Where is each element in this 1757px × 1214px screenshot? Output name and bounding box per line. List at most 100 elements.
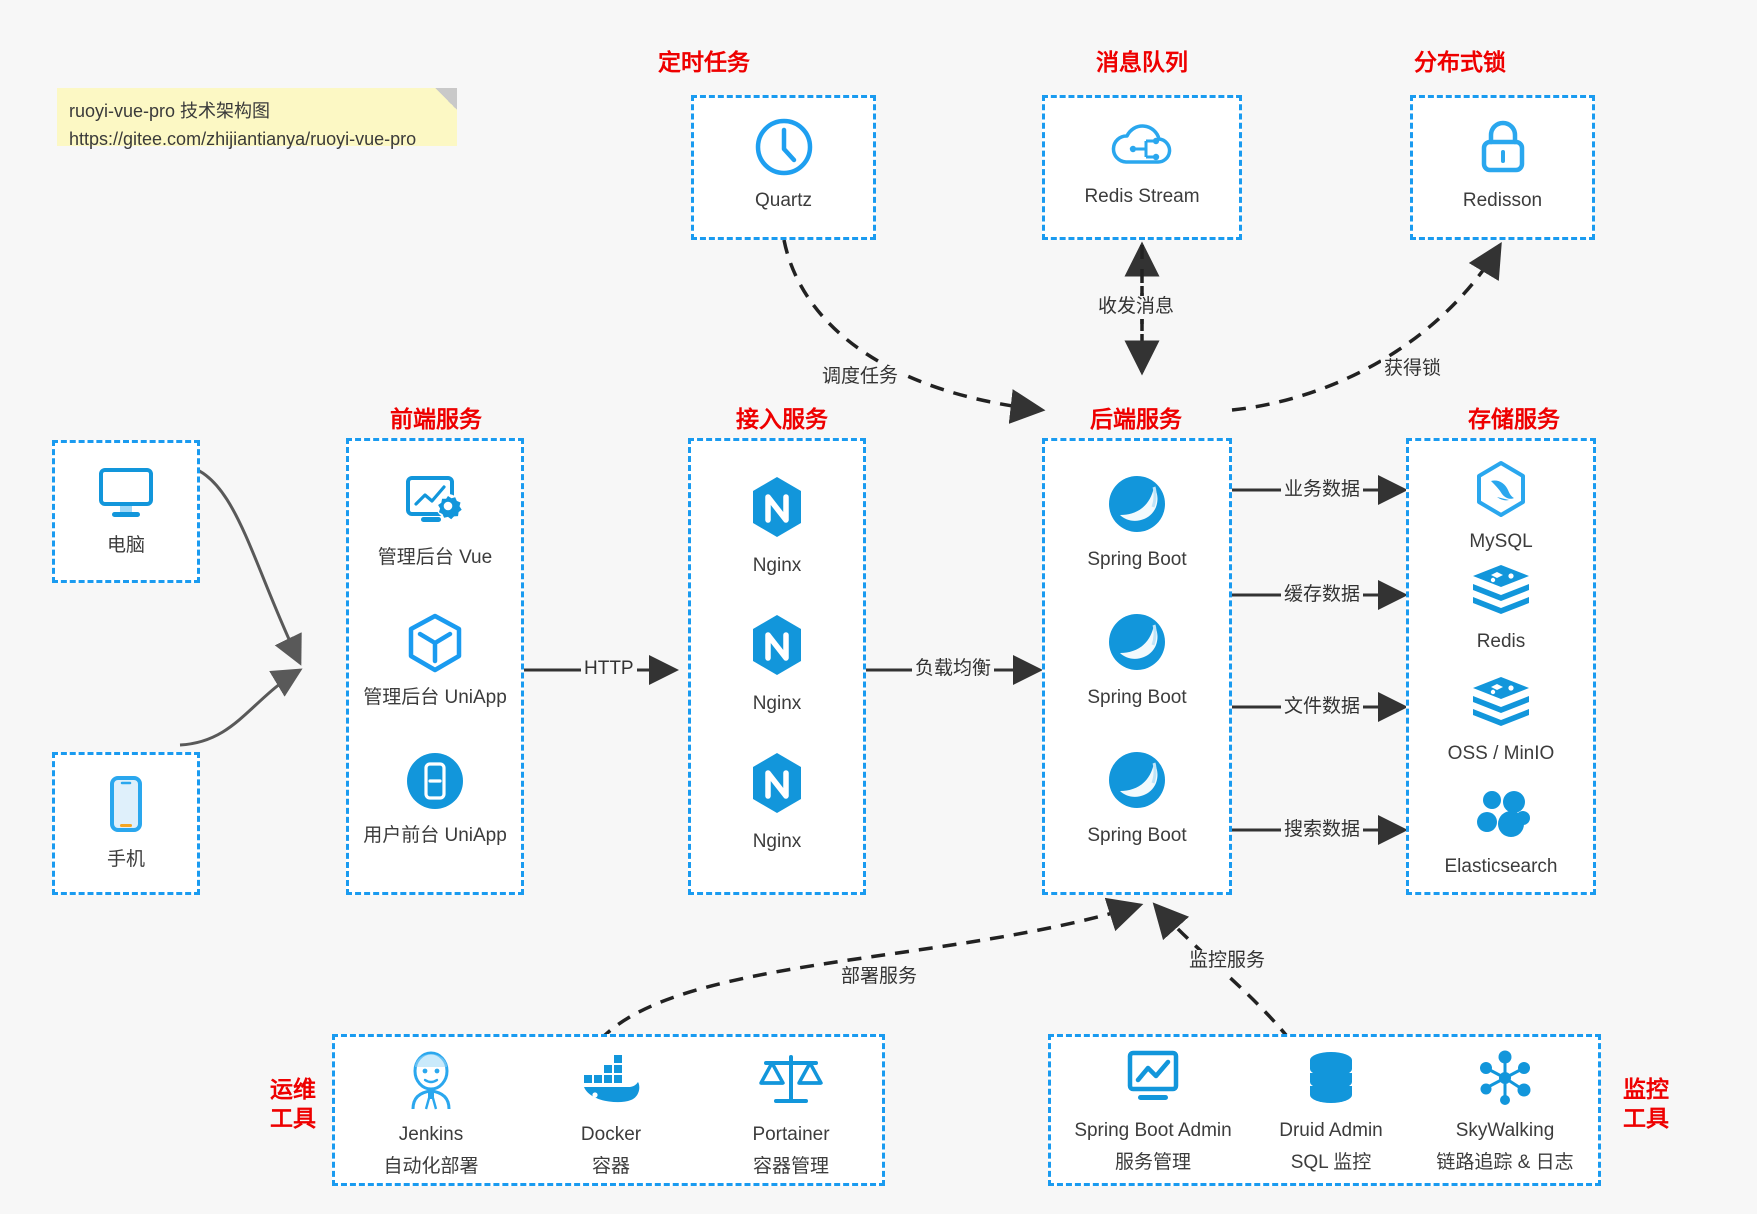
clock-icon <box>753 116 815 183</box>
mysql-dolphin-icon <box>1471 459 1531 524</box>
group-box-gateway-service[interactable]: Nginx Nginx Nginx <box>688 438 866 895</box>
note-line-2: https://gitee.com/zhijiantianya/ruoyi-vu… <box>69 128 417 149</box>
devops-title-line-2: 工具 <box>270 1104 316 1131</box>
node-label: MySQL <box>1469 531 1533 552</box>
node-redis[interactable]: Redis <box>1409 563 1593 655</box>
node-nginx-3[interactable]: Nginx <box>691 749 863 855</box>
nginx-icon <box>745 749 809 824</box>
elasticsearch-icon <box>1470 786 1532 849</box>
node-admin-uniapp[interactable]: 管理后台 UniApp <box>349 611 521 711</box>
node-label: 手机 <box>106 849 145 870</box>
node-oss-minio[interactable]: OSS / MinIO <box>1409 675 1593 767</box>
nginx-icon <box>745 473 809 548</box>
note-line-1: ruoyi-vue-pro 技术架构图 <box>69 101 271 121</box>
group-title-devops-tools: 运维 工具 <box>258 1075 328 1133</box>
client-box-desktop[interactable]: 电脑 <box>52 440 200 583</box>
network-nodes-icon <box>1474 1049 1536 1112</box>
node-desc: 容器 <box>591 1155 630 1177</box>
group-box-storage-service[interactable]: MySQL Redis <box>1406 438 1596 895</box>
node-label: Jenkins <box>398 1124 464 1145</box>
node-redis-stream[interactable]: Redis Stream <box>1045 116 1239 210</box>
edge-label-acquire-lock: 获得锁 <box>1381 358 1445 381</box>
node-elasticsearch[interactable]: Elasticsearch <box>1409 786 1593 880</box>
node-redisson[interactable]: Redisson <box>1413 116 1592 214</box>
edge-label-file-data: 文件数据 <box>1281 696 1364 719</box>
edge-label-schedule-task: 调度任务 <box>819 366 902 389</box>
node-portainer[interactable]: Portainer 容器管理 <box>705 1049 877 1179</box>
group-title-message-queue: 消息队列 <box>1096 49 1188 75</box>
monitor-title-line-1: 监控 <box>1623 1076 1669 1102</box>
group-title-monitor-tools: 监控 工具 <box>1611 1075 1681 1133</box>
client-box-mobile[interactable]: 手机 <box>52 752 200 895</box>
edge-label-deploy-service: 部署服务 <box>838 966 921 989</box>
node-jenkins[interactable]: Jenkins 自动化部署 <box>345 1049 517 1179</box>
edge-label-load-balance: 负载均衡 <box>912 658 995 681</box>
node-label: 用户前台 UniApp <box>363 825 507 846</box>
node-label: Druid Admin <box>1279 1120 1383 1141</box>
redis-stack-icon <box>1469 563 1533 624</box>
node-nginx-1[interactable]: Nginx <box>691 473 863 579</box>
node-label: Nginx <box>752 693 802 714</box>
node-label: Nginx <box>752 831 802 852</box>
node-label: OSS / MinIO <box>1447 743 1555 764</box>
node-label: 管理后台 Vue <box>377 547 493 568</box>
group-box-devops-tools[interactable]: Jenkins 自动化部署 Docker 容器 <box>332 1034 885 1186</box>
node-desc: 自动化部署 <box>383 1155 479 1177</box>
padlock-icon <box>1473 116 1533 183</box>
group-box-monitor-tools[interactable]: Spring Boot Admin 服务管理 Druid Admin SQL 监… <box>1048 1034 1601 1186</box>
edge-label-send-receive-message: 收发消息 <box>1095 296 1178 319</box>
monitor-chart-icon <box>1122 1049 1184 1112</box>
group-title-distributed-lock: 分布式锁 <box>1414 49 1506 75</box>
node-spring-boot-admin[interactable]: Spring Boot Admin 服务管理 <box>1053 1049 1253 1175</box>
node-label: Portainer <box>752 1124 830 1145</box>
object-storage-icon <box>1469 675 1533 736</box>
node-nginx-2[interactable]: Nginx <box>691 611 863 717</box>
monitor-title-line-2: 工具 <box>1623 1104 1669 1131</box>
node-docker[interactable]: Docker 容器 <box>525 1049 697 1179</box>
node-desc: 服务管理 <box>1114 1151 1191 1173</box>
node-spring-boot-3[interactable]: Spring Boot <box>1045 747 1229 849</box>
node-label: Elasticsearch <box>1444 856 1558 877</box>
mobile-phone-icon <box>103 775 149 842</box>
edge-label-http: HTTP <box>581 658 637 681</box>
node-admin-vue[interactable]: 管理后台 Vue <box>349 473 521 571</box>
spring-boot-icon <box>1104 747 1170 818</box>
node-quartz[interactable]: Quartz <box>694 116 873 214</box>
spring-boot-icon <box>1104 609 1170 680</box>
node-mysql[interactable]: MySQL <box>1409 459 1593 555</box>
node-label: Nginx <box>752 555 802 576</box>
desktop-monitor-icon <box>95 465 157 528</box>
node-label: Redis <box>1476 631 1526 652</box>
node-desc: 容器管理 <box>752 1155 829 1177</box>
spring-boot-icon <box>1104 471 1170 542</box>
architecture-note: ruoyi-vue-pro 技术架构图 https://gitee.com/zh… <box>57 88 457 149</box>
jenkins-butler-icon <box>401 1049 461 1116</box>
nginx-icon <box>745 611 809 686</box>
docker-whale-icon <box>578 1049 644 1116</box>
group-box-message-queue[interactable]: Redis Stream <box>1042 95 1242 240</box>
group-title-scheduled-task: 定时任务 <box>658 49 750 75</box>
node-label: Spring Boot Admin <box>1074 1120 1232 1141</box>
group-title-backend-service: 后端服务 <box>1090 406 1182 432</box>
node-label: Redisson <box>1462 190 1543 211</box>
edge-label-monitor-service: 监控服务 <box>1186 950 1269 973</box>
node-label: SkyWalking <box>1455 1120 1555 1141</box>
group-title-gateway-service: 接入服务 <box>736 406 828 432</box>
group-box-distributed-lock[interactable]: Redisson <box>1410 95 1595 240</box>
node-spring-boot-1[interactable]: Spring Boot <box>1045 471 1229 573</box>
scales-balance-icon <box>758 1049 824 1116</box>
node-skywalking[interactable]: SkyWalking 链路追踪 & 日志 <box>1409 1049 1601 1175</box>
node-druid-admin[interactable]: Druid Admin SQL 监控 <box>1241 1049 1421 1175</box>
mobile-app-icon <box>403 749 467 818</box>
cloud-stream-icon <box>1106 116 1178 179</box>
cube-icon <box>403 611 467 680</box>
node-mobile[interactable]: 手机 <box>55 775 197 873</box>
node-desktop[interactable]: 电脑 <box>55 465 197 559</box>
group-box-backend-service[interactable]: Spring Boot Spring Boot Spring Boot <box>1042 438 1232 895</box>
node-user-uniapp[interactable]: 用户前台 UniApp <box>349 749 521 849</box>
group-title-frontend-service: 前端服务 <box>390 406 482 432</box>
group-box-frontend-service[interactable]: 管理后台 Vue 管理后台 UniApp 用户前台 UniApp <box>346 438 524 895</box>
node-label: Quartz <box>754 190 813 211</box>
group-box-scheduled-task[interactable]: Quartz <box>691 95 876 240</box>
node-spring-boot-2[interactable]: Spring Boot <box>1045 609 1229 711</box>
